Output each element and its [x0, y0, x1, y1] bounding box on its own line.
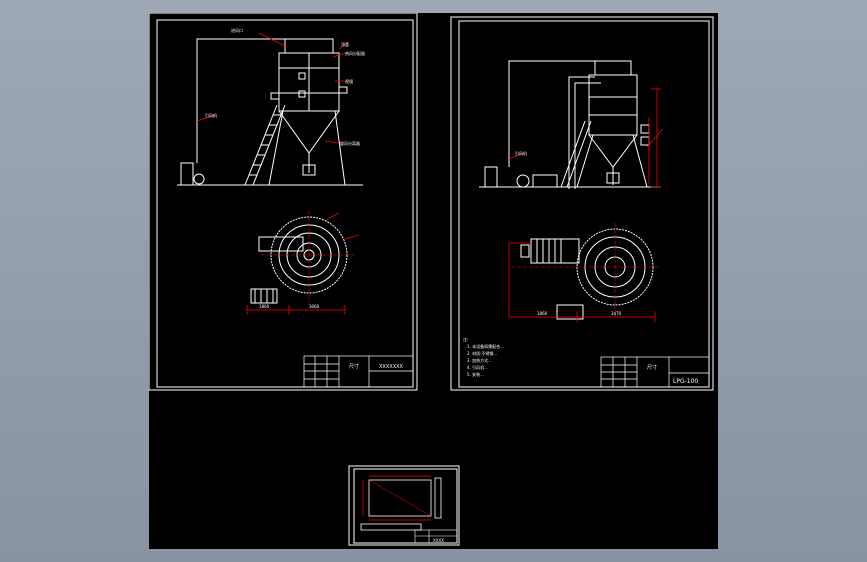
sheet-2-note-3: 3. 加热方式...: [467, 357, 492, 363]
sheet-1-elevation-labels: 进风口 顶盖 热风分配器 视镜 旋风分离器 引风机: [205, 27, 365, 146]
sheet-2-notes-header: 注:: [463, 336, 468, 342]
sheet-2-note-2: 2. 材质:不锈钢...: [467, 350, 497, 356]
sheet-1: 进风口 顶盖 热风分配器 视镜 旋风分离器 引风机: [148, 12, 418, 391]
sheet-1-dim-width: 3060: [309, 304, 320, 309]
sheet-3-drawing-number: XXXX: [433, 538, 444, 543]
sheet-2-dim-width: 3470: [611, 311, 622, 316]
svg-text:进风口: 进风口: [231, 27, 243, 33]
sheet-2-note-5: 5. 安装...: [467, 371, 484, 377]
sheet-1-plan-fan-block: [250, 288, 278, 304]
sheet-3-title-block: [414, 529, 458, 544]
svg-text:引风机: 引风机: [205, 112, 217, 118]
sheet-2-title-part: 尺寸: [647, 364, 657, 371]
sheet-3-outer-frame: [348, 465, 460, 546]
sheet-2-note-4: 4. 引风机...: [467, 364, 488, 370]
sheet-2-note-1: 1. 本设备如需配合...: [467, 343, 504, 349]
cad-drawing: 进风口 顶盖 热风分配器 视镜 旋风分离器 引风机: [148, 12, 714, 546]
sheet-2-elevation-view: [479, 60, 661, 189]
sheet-2-plan-fan-block: [556, 304, 584, 320]
sheet-1-drawing-number: XXXXXXX: [379, 364, 404, 370]
sheet-2-elevation-dimensions: [508, 88, 664, 188]
sheet-2-label-fan: 引风机: [515, 150, 527, 156]
sheet-3-detail-view: [360, 477, 442, 531]
sheet-2-inner-frame: [458, 20, 710, 388]
sheet-3-dimensions: [362, 475, 431, 521]
sheet-2-title-block: [600, 356, 710, 388]
sheet-2: 引风机 1860 3470 注:: [450, 16, 714, 391]
sheet-1-inner-frame: [156, 19, 414, 388]
sheet-1-plan-view: 1860 3060: [246, 211, 360, 315]
sheet-2-plan-view: 1860 3470: [508, 223, 661, 322]
sheet-2-outer-frame: [450, 16, 714, 391]
sheet-2-notes: 注: 1. 本设备如需配合... 2. 材质:不锈钢... 3. 加热方式...…: [463, 336, 504, 377]
sheet-1-dim-offset: 1860: [259, 304, 270, 309]
sheet-2-dim-offset: 1860: [537, 311, 548, 316]
sheet-1-elevation-leaders: [196, 32, 350, 144]
svg-text:视镜: 视镜: [345, 78, 353, 84]
sheet-1-elevation-view: [177, 38, 363, 186]
sheet-1-title-block: [303, 355, 414, 388]
cad-model-space[interactable]: 进风口 顶盖 热风分配器 视镜 旋风分离器 引风机: [148, 12, 718, 549]
sheet-3-inner-frame: [353, 468, 458, 544]
sheet-3: XXXX: [348, 465, 460, 546]
sheet-2-drawing-number: LPG-100: [673, 378, 698, 385]
sheet-1-outer-frame: [148, 12, 418, 391]
svg-text:热风分配器: 热风分配器: [345, 50, 365, 56]
svg-text:旋风分离器: 旋风分离器: [340, 140, 360, 146]
svg-text:顶盖: 顶盖: [341, 41, 349, 47]
sheet-1-title-part: 尺寸: [349, 363, 359, 370]
